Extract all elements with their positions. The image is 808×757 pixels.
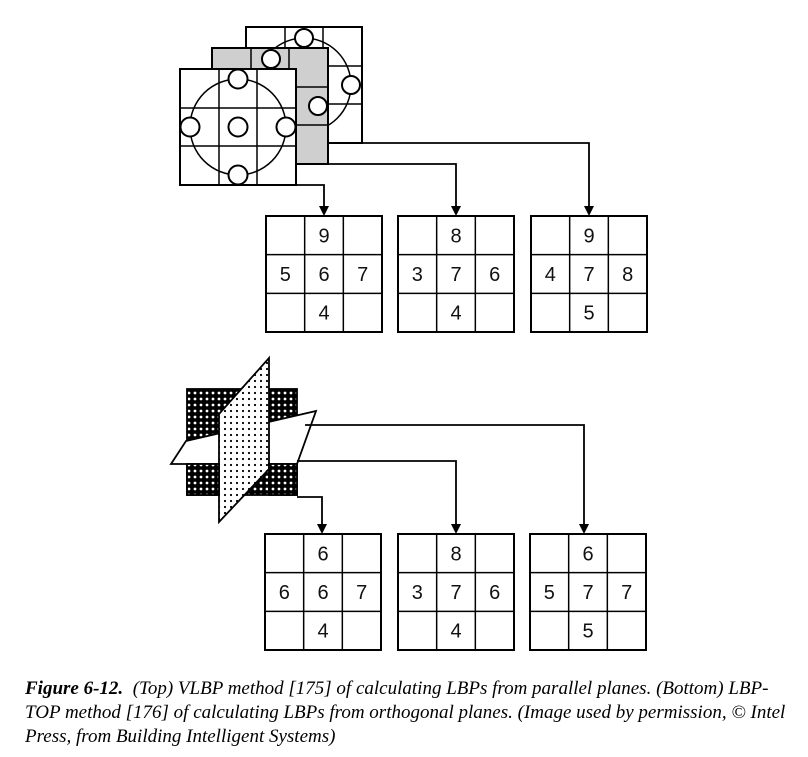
grid-cell-value: 8 [450,543,461,565]
grid-cell-value: 6 [489,582,500,604]
grid-cell-value: 6 [279,582,290,604]
arrow-xy-to-grid-1 [297,496,327,534]
grid-cell-value: 6 [317,582,328,604]
arrow-back-to-grid-3 [362,142,594,216]
grid-border [397,533,515,651]
caption-text: (Top) VLBP method [175] of calculating L… [25,678,786,747]
plane-xy-lower [186,463,220,496]
grid-cell-value: 4 [450,621,461,643]
grid-cell-value: 5 [280,264,291,286]
grid-cell-value: 4 [545,264,556,286]
grid-cell-value: 6 [582,543,593,565]
grid-cell-value: 7 [450,582,461,604]
lbp-top-arrows [297,424,589,534]
grid-cell-value: 8 [622,264,633,286]
arrow-middle-to-grid-2 [328,163,461,216]
vlbp-frame-stack [179,26,363,186]
caption-label: Figure 6-12. [25,678,124,699]
grid-border [265,215,383,333]
figure-diagram: 9 5 6 7 4 8 3 7 6 4 9 4 7 8 5 6 6 6 7 4 8 3 7 6 4 6 5 7 7 5 [169,26,648,651]
grid-cell-value: 5 [544,582,555,604]
vlbp-grid-1: 9 5 6 7 4 [265,215,383,333]
vlbp-grid-3: 9 4 7 8 5 [530,215,648,333]
frame-front [179,68,297,186]
grid-cell-value: 8 [450,225,461,247]
grid-cell-value: 7 [356,582,367,604]
grid-cell-value: 6 [317,543,328,565]
grid-cell-value: 7 [621,582,632,604]
grid-cell-value: 9 [318,225,329,247]
grid-cell-value: 6 [318,264,329,286]
grid-cell-value: 4 [450,303,461,325]
grid-cell-value: 5 [582,621,593,643]
grid-border [530,215,648,333]
grid-cell-value: 9 [583,225,594,247]
lbp-top-planes [169,355,318,525]
vlbp-grids: 9 5 6 7 4 8 3 7 6 4 9 4 7 8 5 [265,215,648,333]
arrow-front-to-grid-1 [296,184,329,216]
grid-cell-value: 7 [357,264,368,286]
plane-yt [218,355,270,525]
vlbp-grid-2: 8 3 7 6 4 [397,215,515,333]
lbp-top-grid-3: 6 5 7 7 5 [529,533,647,651]
lbp-top-grids: 6 6 6 7 4 8 3 7 6 4 6 5 7 7 5 [264,533,647,651]
arrow-yt-to-grid-3 [305,424,589,534]
grid-cell-value: 7 [450,264,461,286]
grid-cell-value: 6 [489,264,500,286]
grid-cell-value: 3 [412,264,423,286]
lbp-top-grid-2: 8 3 7 6 4 [397,533,515,651]
grid-cell-value: 4 [318,303,329,325]
grid-cell-value: 3 [412,582,423,604]
grid-cell-value: 4 [317,621,328,643]
vlbp-arrows [296,142,594,216]
grid-border [397,215,515,333]
grid-border [529,533,647,651]
figure-caption: Figure 6-12. (Top) VLBP method [175] of … [25,677,795,749]
grid-cell-value: 7 [583,264,594,286]
grid-cell-value: 7 [582,582,593,604]
grid-border [264,533,382,651]
arrow-xt-to-grid-2 [297,460,461,534]
grid-cell-value: 5 [583,303,594,325]
lbp-top-grid-1: 6 6 6 7 4 [264,533,382,651]
plane-xy-lower-right [268,463,298,496]
